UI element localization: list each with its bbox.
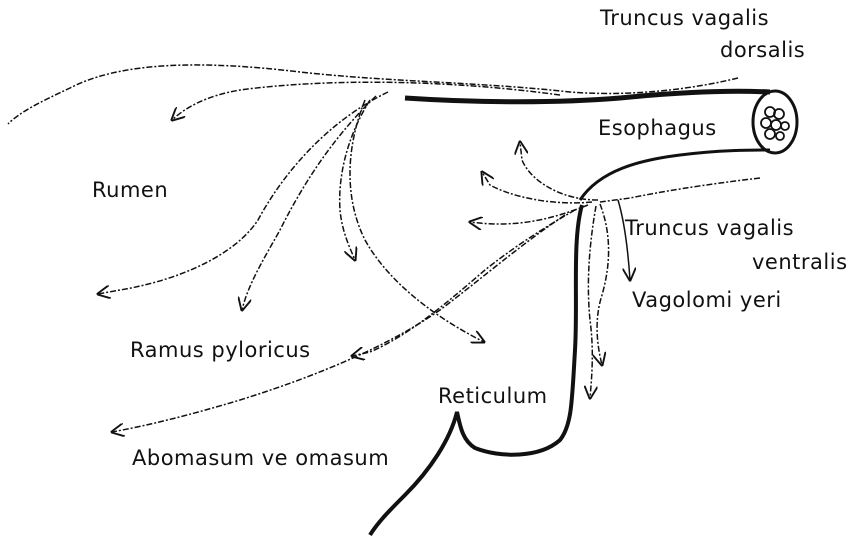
label-truncus-ventralis-2: ventralis bbox=[752, 252, 848, 273]
label-reticulum: Reticulum bbox=[438, 386, 548, 407]
label-truncus-dorsalis-2: dorsalis bbox=[720, 40, 805, 61]
ventral-branch-down-2 bbox=[588, 206, 596, 398]
label-abomasum: Abomasum ve omasum bbox=[132, 448, 389, 469]
esophagus-upper-wall bbox=[405, 91, 770, 102]
ventral-trunk bbox=[600, 178, 760, 202]
rumen-branch-4 bbox=[350, 100, 484, 342]
esophagus-lower-wall bbox=[580, 150, 770, 200]
label-truncus-ventralis-1: Truncus vagalis bbox=[625, 218, 794, 239]
label-rumen: Rumen bbox=[92, 180, 168, 201]
ventral-branch-down-1 bbox=[597, 204, 609, 365]
vagotomy-marker bbox=[618, 200, 630, 280]
esophagus-opening bbox=[753, 91, 797, 153]
esophagus-lumen-cluster bbox=[761, 107, 789, 140]
label-vagotomi: Vagolomi yeri bbox=[632, 290, 782, 311]
label-ramus-pyloricus: Ramus pyloricus bbox=[130, 340, 311, 361]
label-truncus-dorsalis-1: Truncus vagalis bbox=[600, 8, 769, 29]
ventral-branch-upper-2 bbox=[482, 172, 592, 203]
reticulum-wall bbox=[370, 205, 582, 535]
rumen-branch-3 bbox=[340, 100, 370, 260]
label-esophagus: Esophagus bbox=[598, 118, 717, 139]
ventral-branch-left bbox=[470, 205, 588, 224]
